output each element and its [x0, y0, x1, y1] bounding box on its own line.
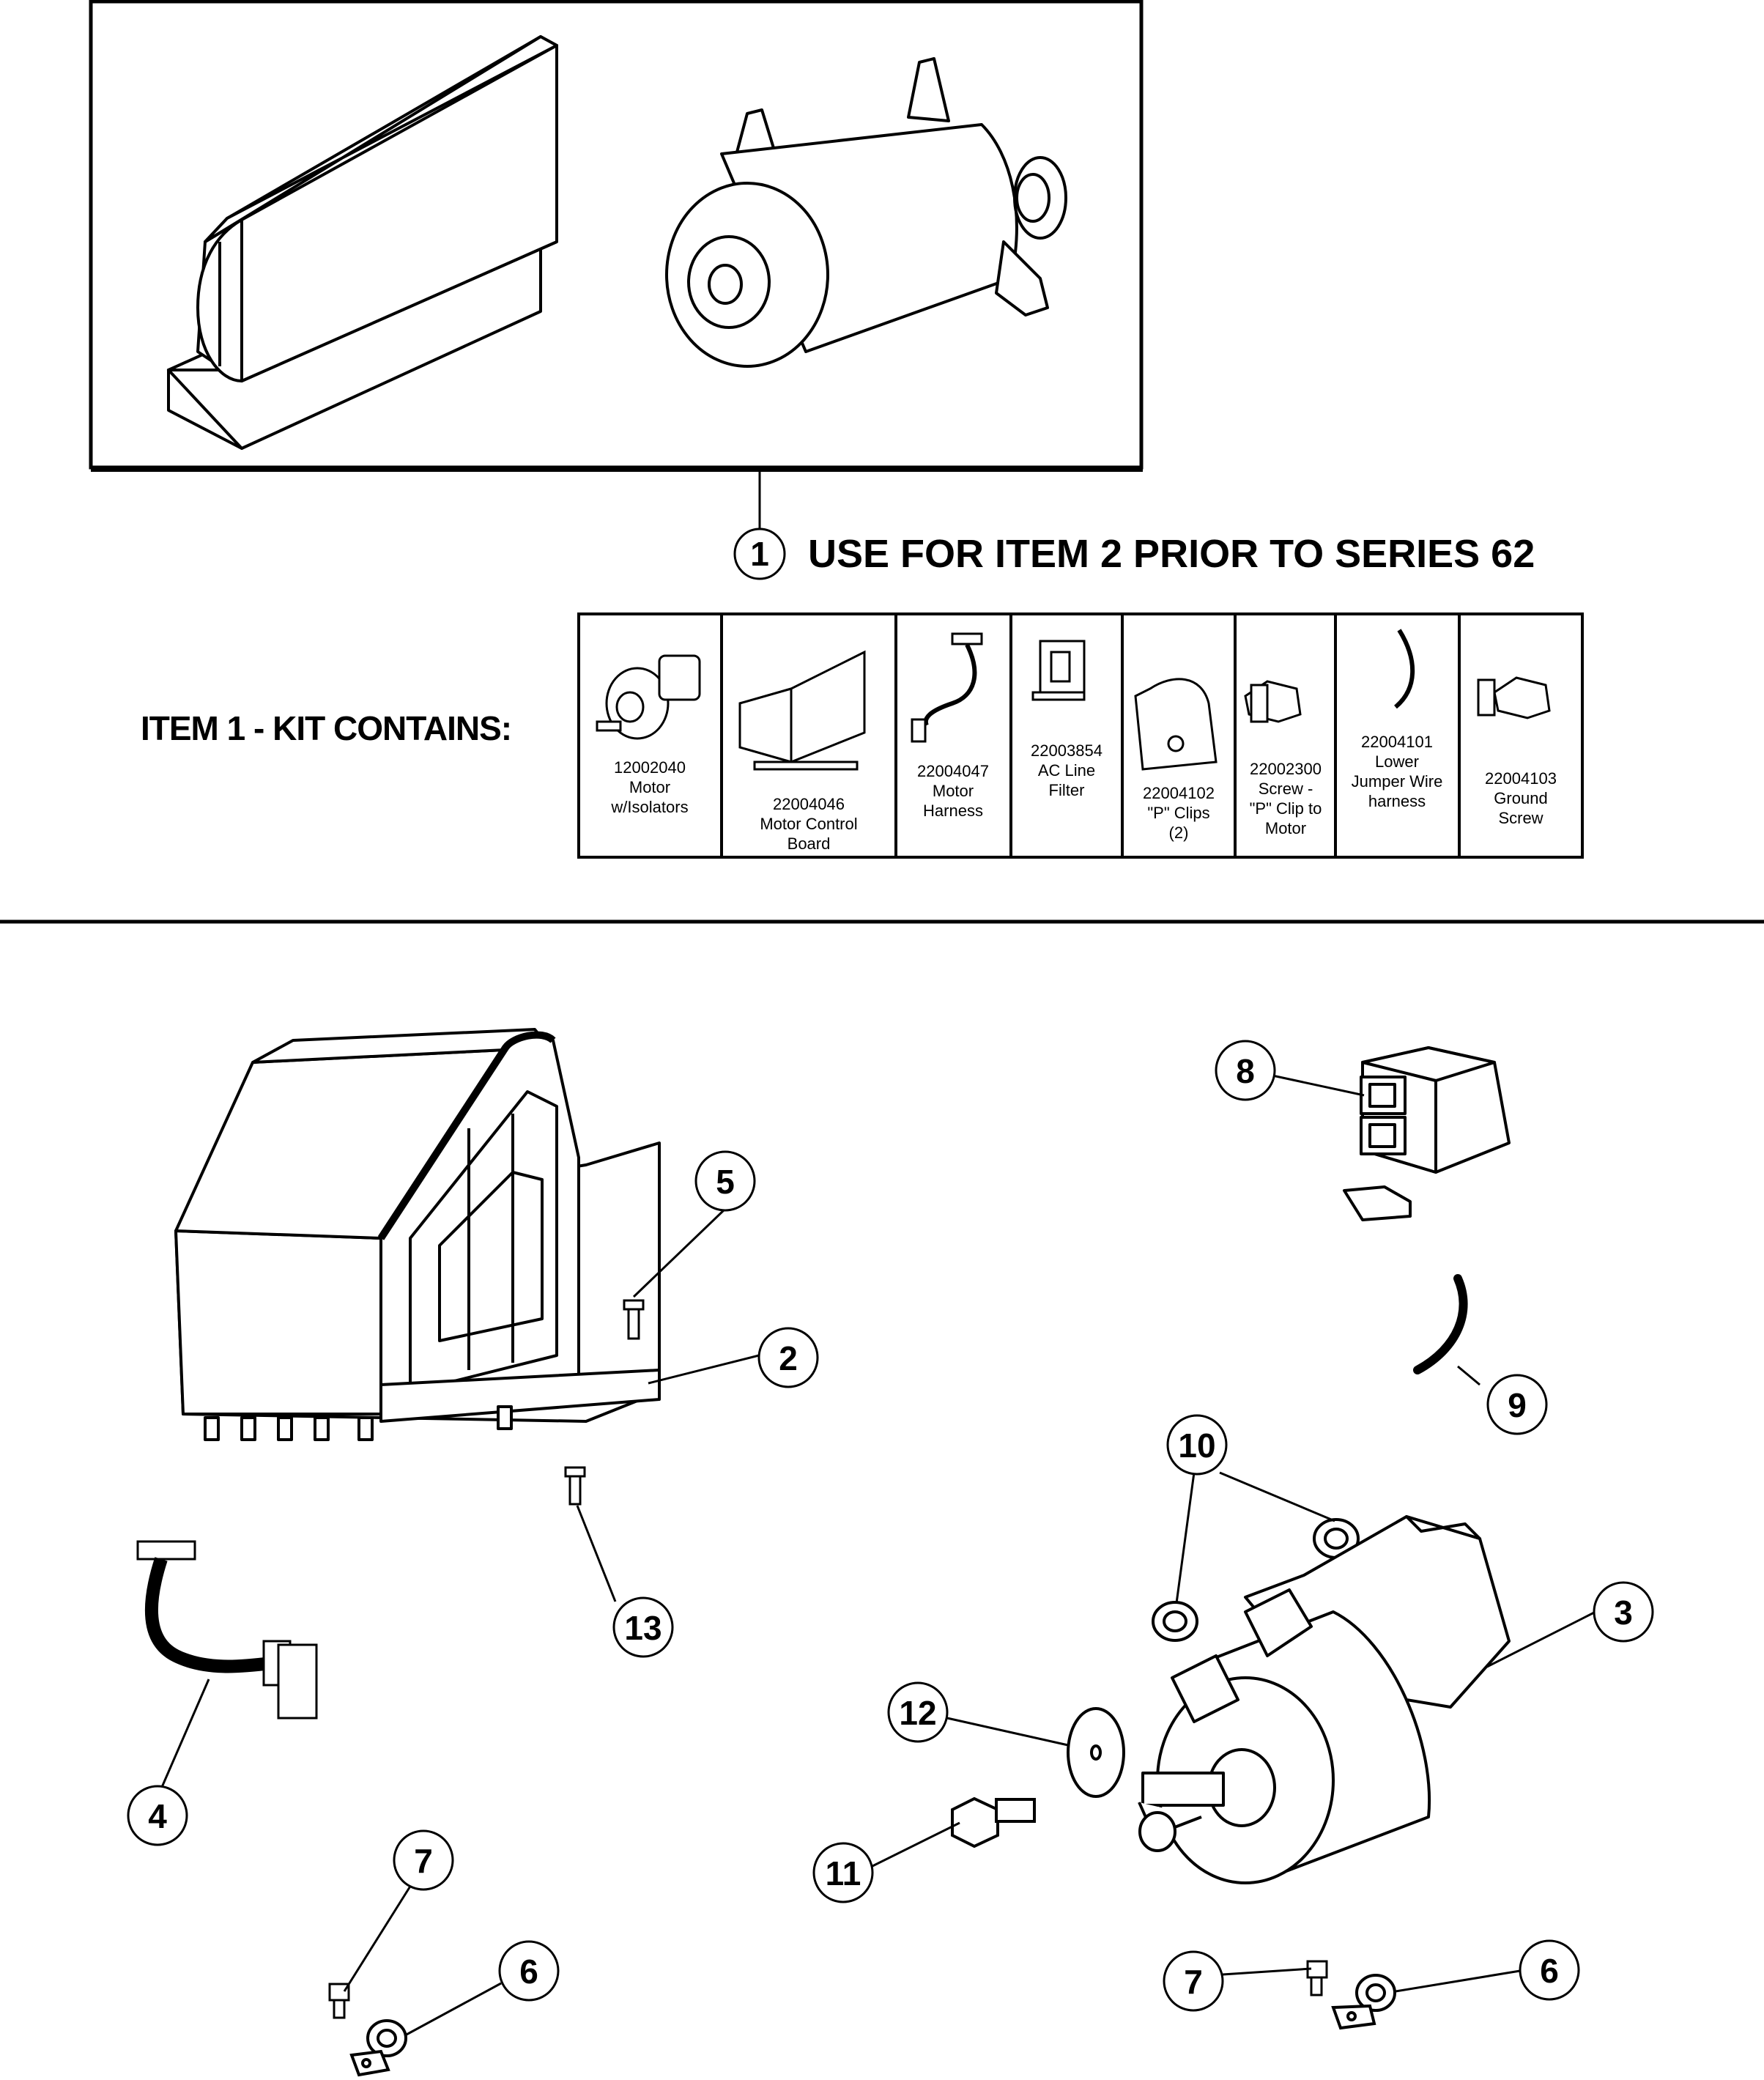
motor-harness-item-4	[136, 1540, 318, 1720]
p-clip-item-6-right	[1331, 1974, 1396, 2030]
kit-note: USE FOR ITEM 2 PRIOR TO SERIES 62	[808, 532, 1535, 576]
callout-12: 12	[899, 1694, 936, 1732]
callout-6-left: 6	[519, 1953, 538, 1991]
kit-5-part-number: 22004102	[1143, 784, 1215, 802]
kit-contains-label: ITEM 1 - KIT CONTAINS:	[141, 709, 511, 747]
callout-5: 5	[716, 1163, 735, 1201]
kit-3-desc-2: Harness	[923, 802, 983, 820]
washer-item-12	[1067, 1707, 1125, 1798]
kit-8-desc-1: Ground	[1494, 789, 1547, 807]
kit-cell-1: 12002040 Motor w/Isolators	[610, 758, 688, 816]
callout-circles	[127, 1040, 1654, 2012]
kit-cell-4: 22003854 AC Line Filter	[1031, 741, 1102, 799]
isolators-item-10	[1152, 1518, 1360, 1642]
kit-7-desc-3: harness	[1368, 792, 1426, 810]
kit-cell-7: 22004101 Lower Jumper Wire harness	[1352, 733, 1443, 810]
kit-table	[577, 612, 1584, 859]
callout-4: 4	[148, 1797, 167, 1835]
callout-9: 9	[1508, 1386, 1527, 1424]
screw-item-7-right	[1306, 1960, 1328, 1996]
kit-8-desc-2: Screw	[1498, 809, 1543, 827]
kit-1-desc-1: Motor	[629, 778, 670, 796]
leader-lines	[156, 1068, 1596, 2037]
callout-7-left: 7	[414, 1842, 433, 1880]
callout-3: 3	[1614, 1594, 1633, 1632]
ac-line-filter-item-8	[1343, 1046, 1511, 1221]
kit-6-desc-3: Motor	[1265, 819, 1306, 837]
motor-illustration	[665, 57, 1067, 368]
kit-cell-3: 22004047 Motor Harness	[917, 762, 989, 820]
callout-11: 11	[826, 1854, 861, 1892]
kit-thumbnails	[596, 629, 1551, 771]
callout-2: 2	[779, 1339, 798, 1377]
callout-1-circle	[733, 528, 786, 580]
kit-4-part-number: 22003854	[1031, 741, 1102, 760]
kit-1-desc-2: w/Isolators	[610, 798, 688, 816]
kit-6-desc-1: Screw -	[1259, 780, 1313, 798]
kit-8-part-number: 22004103	[1485, 769, 1557, 788]
callout-8: 8	[1236, 1052, 1255, 1090]
kit-2-desc-1: Motor Control	[760, 815, 857, 833]
control-board-assembly	[174, 1028, 661, 1441]
kit-3-desc-1: Motor	[933, 782, 974, 800]
kit-cell-8: 22004103 Ground Screw	[1485, 769, 1557, 827]
callout-1-label: 1	[750, 535, 769, 573]
p-clip-item-6-left	[349, 2019, 407, 2077]
kit-7-desc-2: Jumper Wire	[1352, 772, 1443, 791]
kit-4-desc-1: AC Line	[1038, 761, 1095, 780]
callout-10: 10	[1178, 1426, 1215, 1465]
kit-7-part-number: 22004101	[1361, 733, 1433, 751]
kit-6-desc-2: "P" Clip to	[1250, 799, 1322, 818]
control-board-illustration	[167, 35, 558, 450]
kit-1-part-number: 12002040	[614, 758, 686, 777]
kit-7-desc-1: Lower	[1375, 752, 1419, 771]
screw-item-13	[564, 1466, 586, 1506]
kit-cell-5: 22004102 "P" Clips (2)	[1143, 784, 1215, 842]
kit-4-desc-2: Filter	[1049, 781, 1085, 799]
motor-item-3	[1138, 1515, 1511, 1884]
kit-cell-6: 22002300 Screw - "P" Clip to Motor	[1250, 760, 1322, 837]
kit-2-desc-2: Board	[788, 834, 831, 853]
kit-5-desc-2: (2)	[1169, 824, 1189, 842]
callout-13: 13	[624, 1609, 662, 1647]
callout-6-right: 6	[1540, 1952, 1559, 1990]
callout-numbers: 5 2 3 4 8 9 10 12 11 13 7 6 7 6	[148, 1052, 1633, 2001]
screw-item-7-left	[328, 1983, 350, 2019]
callout-7-right: 7	[1184, 1963, 1203, 2001]
kit-3-part-number: 22004047	[917, 762, 989, 780]
kit-6-part-number: 22002300	[1250, 760, 1322, 778]
screw-item-5	[623, 1299, 645, 1340]
kit-5-desc-1: "P" Clips	[1147, 804, 1209, 822]
jumper-wire-item-9	[1413, 1274, 1468, 1374]
bolt-item-11	[951, 1796, 1036, 1848]
kit-cell-2: 22004046 Motor Control Board	[760, 795, 857, 853]
kit-2-part-number: 22004046	[773, 795, 845, 813]
